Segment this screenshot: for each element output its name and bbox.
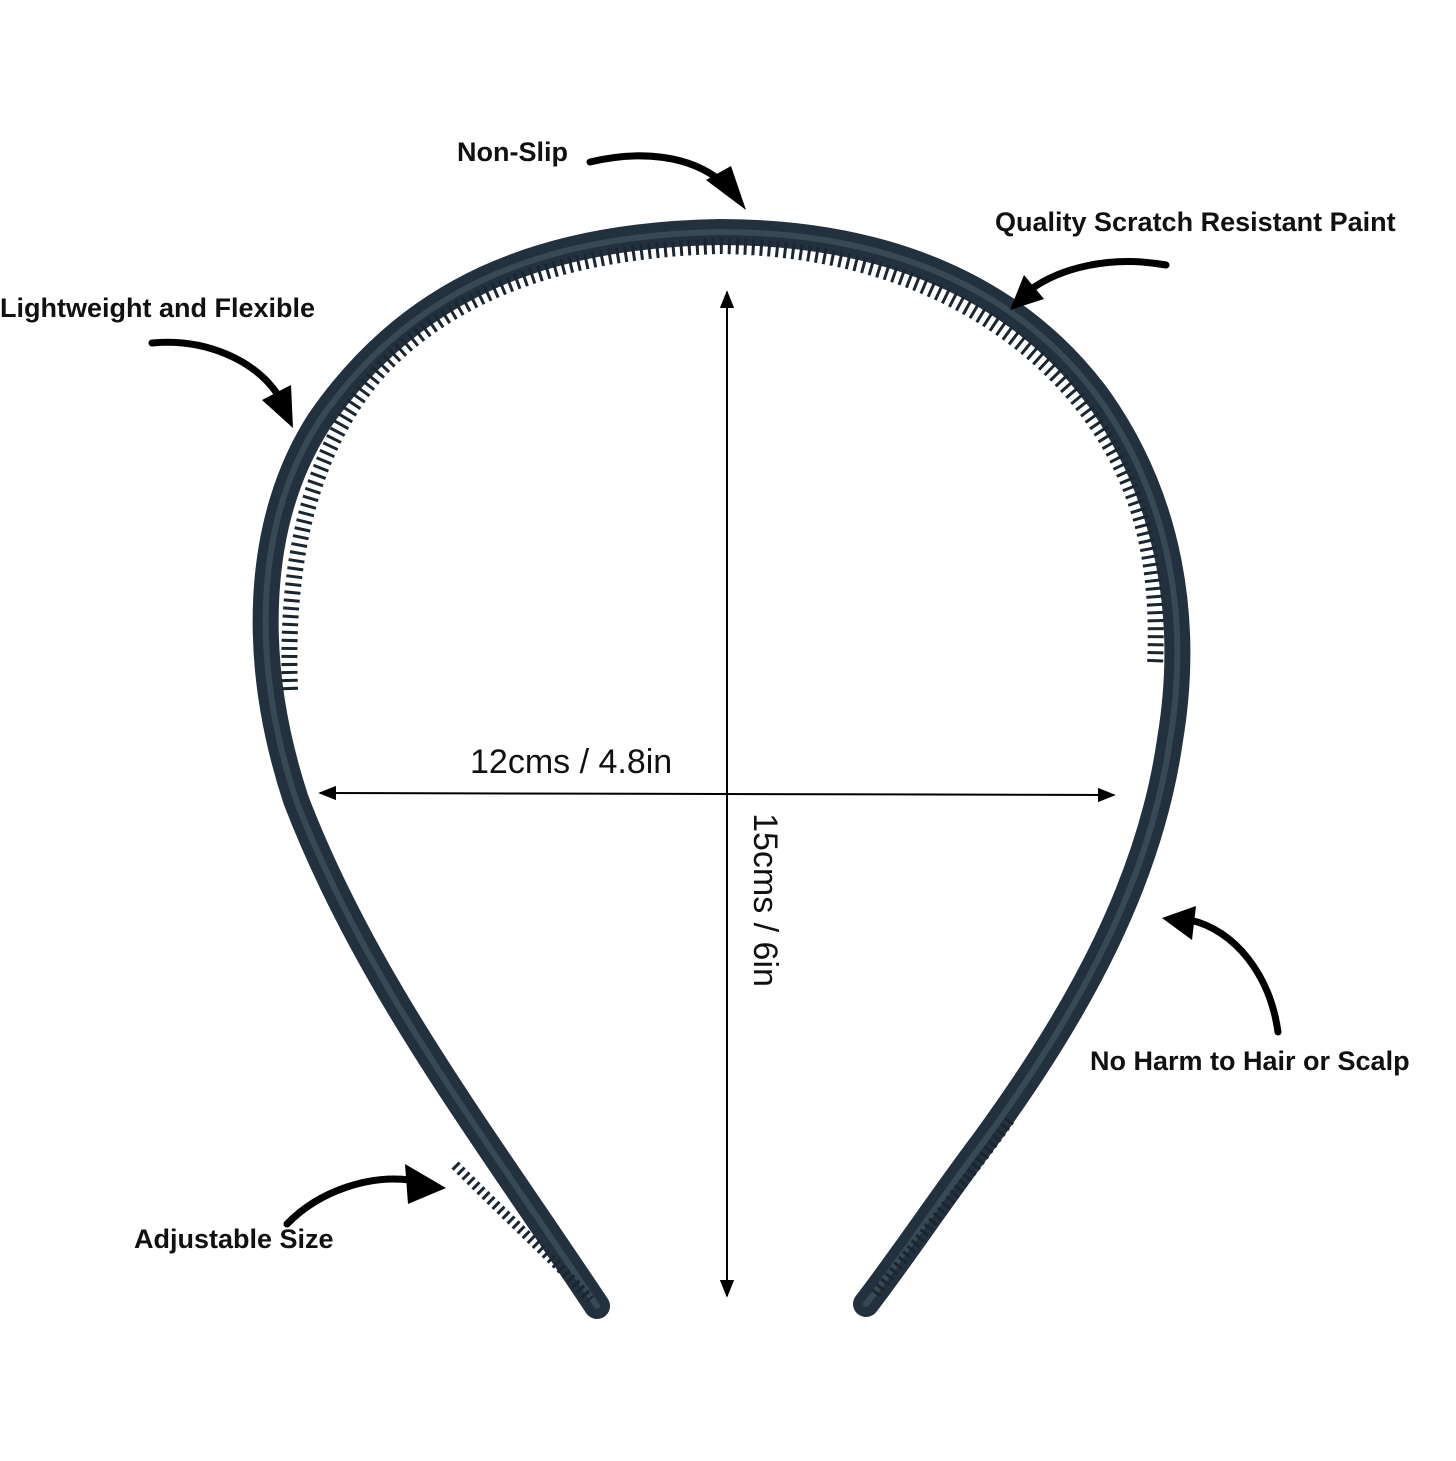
headband-highlight	[262, 228, 1181, 1309]
arrow-lightweight	[148, 338, 293, 428]
feature-label-lightweight: Lightweight and Flexible	[0, 293, 316, 323]
arrow-adjustable	[283, 1164, 446, 1228]
width-dimension-label: 12cms / 4.8in	[470, 743, 673, 781]
headband-body	[252, 219, 1191, 1319]
headband	[252, 219, 1191, 1319]
headband-teeth-right-end	[871, 1117, 1015, 1299]
feature-label-non-slip: Non-Slip	[457, 137, 568, 167]
arrow-no-harm	[1162, 906, 1282, 1036]
headband-teeth	[281, 237, 1164, 691]
callout-arrows	[148, 152, 1282, 1228]
feature-label-scratch-resistant: Quality Scratch Resistant Paint	[995, 207, 1396, 237]
feature-label-no-harm: No Harm to Hair or Scalp	[1090, 1046, 1410, 1076]
height-dimension-label: 15cms / 6in	[746, 813, 784, 987]
headband-teeth-left-end	[451, 1161, 594, 1304]
arrow-scratch-resistant	[1010, 258, 1170, 310]
dimension-lines	[318, 290, 1116, 1298]
feature-label-adjustable: Adjustable Size	[134, 1224, 334, 1254]
width-dimension-line	[318, 785, 1116, 803]
arrow-non-slip	[586, 152, 746, 210]
